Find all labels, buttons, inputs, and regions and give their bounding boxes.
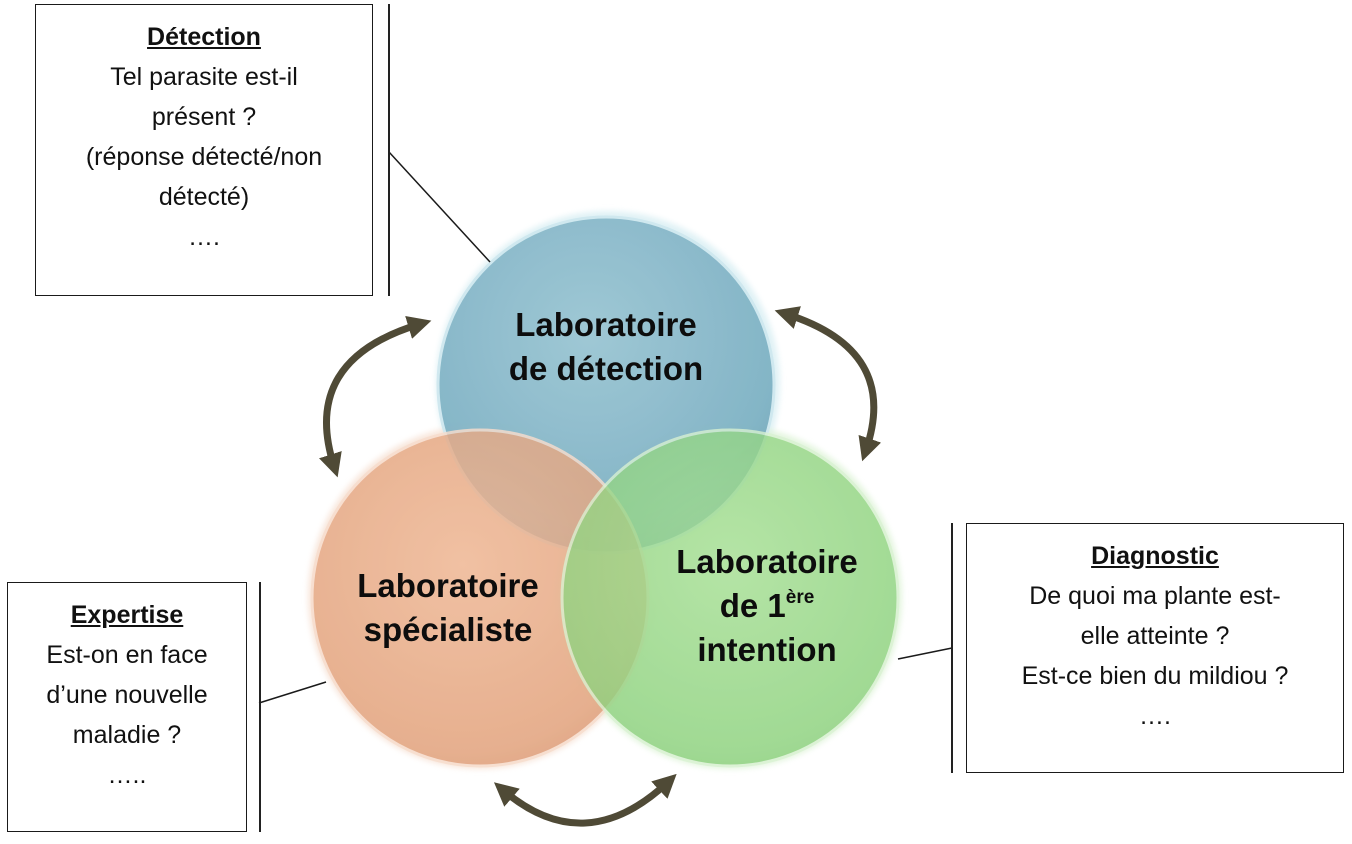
box-diagnostic-line: De quoi ma plante est-	[1029, 582, 1281, 610]
box-diagnostic-line: elle atteinte ?	[1080, 622, 1230, 650]
box-detection-bar	[388, 4, 390, 296]
box-expertise-line: …..	[107, 761, 147, 789]
arrow-left	[319, 316, 432, 478]
connector-detection	[388, 151, 491, 263]
label-detection-line2: de détection	[508, 350, 704, 387]
arrow-bottom	[493, 773, 677, 827]
box-detection-line: Tel parasite est-il	[110, 63, 298, 91]
box-detection-line: ….	[188, 223, 220, 251]
label-detection: Laboratoire de détection	[456, 303, 756, 391]
box-detection-line: présent ?	[151, 103, 257, 131]
box-expertise-title: Expertise	[70, 601, 184, 629]
circle-intention	[560, 428, 900, 768]
box-diagnostic: Diagnostic De quoi ma plante est- elle a…	[966, 523, 1344, 773]
box-expertise: Expertise Est-on en face d’une nouvelle …	[7, 582, 247, 832]
box-diagnostic-line: ….	[1139, 702, 1171, 730]
label-specialiste: Laboratoire spécialiste	[298, 564, 598, 652]
label-intention-line2: de 1ère	[617, 584, 917, 628]
label-detection-line1: Laboratoire	[515, 306, 697, 343]
box-diagnostic-line: Est-ce bien du mildiou ?	[1021, 662, 1289, 690]
label-intention-line2-prefix: de 1	[719, 587, 786, 624]
box-expertise-line: Est-on en face	[46, 641, 208, 669]
box-detection: Détection Tel parasite est-il présent ? …	[35, 4, 373, 296]
label-intention-line1: Laboratoire	[676, 543, 858, 580]
label-specialiste-line1: Laboratoire	[357, 567, 539, 604]
box-diagnostic-bar	[951, 523, 953, 773]
label-intention-superscript: ère	[785, 587, 815, 608]
label-specialiste-line2: spécialiste	[363, 611, 533, 648]
box-detection-title: Détection	[147, 23, 261, 51]
label-intention: Laboratoire de 1ère intention	[617, 540, 917, 672]
box-diagnostic-title: Diagnostic	[1091, 542, 1219, 570]
connector-expertise	[258, 681, 327, 704]
arrow-right	[774, 306, 882, 462]
box-expertise-line: maladie ?	[72, 721, 182, 749]
box-detection-line: détecté)	[158, 183, 250, 211]
box-expertise-line: d’une nouvelle	[46, 681, 208, 709]
connector-diagnostic	[897, 647, 953, 660]
box-detection-line: (réponse détecté/non	[85, 143, 323, 171]
label-intention-line3: intention	[697, 631, 837, 668]
box-expertise-bar	[259, 582, 261, 832]
